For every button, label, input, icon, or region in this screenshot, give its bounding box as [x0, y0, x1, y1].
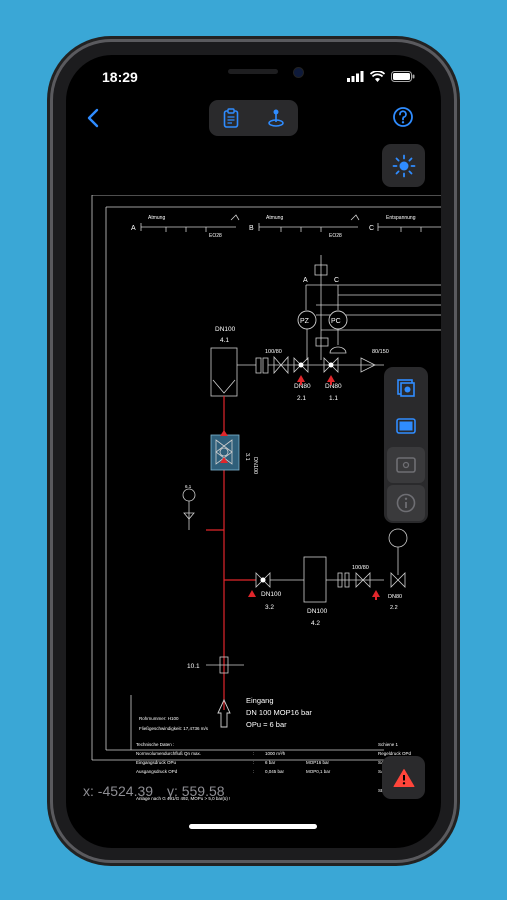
tech-row-label-1: Normvolumendurchfluß Qn max.	[136, 751, 201, 756]
dn80-label-c: DN80	[388, 594, 402, 600]
gas-pipe	[206, 396, 256, 710]
speaker	[228, 69, 278, 74]
tech-row-value-1: 1000 m³/h	[265, 751, 286, 756]
tag-6-1: 6.1	[185, 484, 192, 489]
phone-side-button-left-3	[47, 262, 51, 314]
selected-component[interactable]	[210, 434, 240, 471]
tag-3-2: 3.2	[265, 604, 274, 611]
cursor-coordinates: x: -4524.39 y: 559.58	[83, 783, 235, 799]
line-a-label: A	[131, 225, 136, 232]
opu-label: OPu = 6 bar	[246, 720, 287, 729]
dn100-vertical-label: DN100	[252, 457, 258, 474]
tech-row-value-2: 6 bar	[265, 760, 276, 765]
tag-3-1: 3.1	[244, 453, 250, 461]
home-indicator[interactable]	[189, 824, 317, 829]
chevron-left-icon	[87, 108, 99, 128]
layers-tool[interactable]	[387, 370, 425, 406]
dn100-filter-label: DN100	[307, 608, 328, 615]
tech-row-extra-2: MOP16 bar	[306, 760, 330, 765]
tech-data-title: Technische Daten :	[136, 742, 174, 747]
schiene-row-1: Regeldruck OPd	[378, 751, 412, 756]
battery-icon	[391, 71, 415, 82]
question-circle-icon	[393, 107, 413, 127]
entspannung-label: Entspannung	[386, 215, 416, 221]
dn100-top-label: DN100	[215, 326, 236, 333]
atmung-label-1: Atmung	[148, 215, 165, 221]
tech-row-sep-3: :	[253, 769, 254, 774]
sun-icon	[392, 154, 415, 177]
tag-1-1: 1.1	[329, 395, 338, 402]
warning-button[interactable]	[382, 756, 425, 799]
eingang-label: Eingang	[246, 696, 274, 705]
atmung-label-2: Atmung	[266, 215, 283, 221]
status-time: 18:29	[102, 69, 138, 85]
camera	[293, 67, 304, 78]
tech-row-value-3: 0,045 bar	[265, 769, 285, 774]
fliessgeschwindigkeit-text: Fließgeschwindigkeit: 17,4736 m/s	[139, 726, 209, 731]
signal-icon	[347, 71, 364, 82]
line-c-label: C	[369, 225, 374, 232]
valve-c-label: C	[334, 277, 339, 284]
rectangle-icon	[396, 418, 416, 434]
tag-2-2: 2.2	[390, 605, 398, 611]
flow-arrows-bottom	[248, 590, 380, 600]
tool-panel	[384, 367, 428, 523]
schiene-title: Schiene 1	[378, 742, 399, 747]
size-80-150: 80/150	[372, 349, 389, 355]
size-100-80: 100/80	[265, 349, 282, 355]
info-icon	[396, 493, 416, 513]
eo28-tag-2: EO28	[329, 233, 342, 239]
rectangle-tool[interactable]	[387, 408, 425, 444]
valve-a-label: A	[303, 277, 308, 284]
info-tool[interactable]	[387, 485, 425, 521]
inlet-arrow	[217, 698, 231, 728]
tech-row-sep-1: :	[253, 751, 254, 756]
flow-arrows-mid	[220, 430, 228, 463]
tag-4-2: 4.2	[311, 620, 320, 627]
back-button[interactable]	[82, 106, 106, 130]
dn100-valve-label: DN100	[261, 591, 282, 598]
eo28-tag-1: EO28	[209, 233, 222, 239]
pc-label: PC	[331, 318, 341, 325]
rohrnummer-text: Rohrnummer: H100	[139, 716, 179, 721]
size-100-80-b: 100/80	[352, 565, 369, 571]
brightness-button[interactable]	[382, 144, 425, 187]
layers-icon	[397, 379, 415, 397]
status-icons	[347, 71, 415, 82]
tech-row-sep-2: :	[253, 760, 254, 765]
clipboard-icon	[223, 108, 239, 128]
dn80-label-a: DN80	[294, 383, 311, 390]
phone-side-button-right	[456, 228, 460, 308]
tag-4-1: 4.1	[220, 337, 229, 344]
valve-node-3	[260, 577, 266, 583]
clipboard-button[interactable]	[209, 100, 253, 136]
y-coordinate: y: 559.58	[166, 783, 225, 799]
tech-row-label-2: Eingangsdruck OPu	[136, 760, 177, 765]
location-button[interactable]	[254, 100, 298, 136]
warning-triangle-icon	[393, 768, 414, 787]
location-pin-icon	[268, 109, 284, 127]
valve-node-1	[298, 362, 304, 368]
tag-2-1: 2.1	[297, 395, 306, 402]
help-button[interactable]	[392, 106, 414, 128]
dn-mop-label: DN 100 MOP16 bar	[246, 708, 312, 717]
anlage-note: Anlage nach G 491/G 492, MOPu > 5,0 bar(…	[136, 796, 231, 801]
flow-arrows-top	[297, 375, 335, 385]
line-b-label: B	[249, 225, 254, 232]
tech-row-label-3: Ausgangsdruck OPd	[136, 769, 178, 774]
wifi-icon	[370, 71, 385, 82]
tag-10-1: 10.1	[187, 663, 200, 670]
view-segment-control	[209, 100, 298, 136]
screen-icon	[396, 457, 416, 473]
phone-side-button-left-1	[47, 150, 51, 178]
screen-tool[interactable]	[387, 447, 425, 483]
dn80-label-b: DN80	[325, 383, 342, 390]
tech-row-extra-3: MOP0,1 bar	[306, 769, 331, 774]
x-coordinate: x: -4524.39	[83, 783, 154, 799]
pz-label: PZ	[300, 318, 310, 325]
phone-side-button-left-2	[47, 198, 51, 250]
valve-node-2	[328, 362, 334, 368]
app-screen: 18:29	[66, 55, 441, 848]
